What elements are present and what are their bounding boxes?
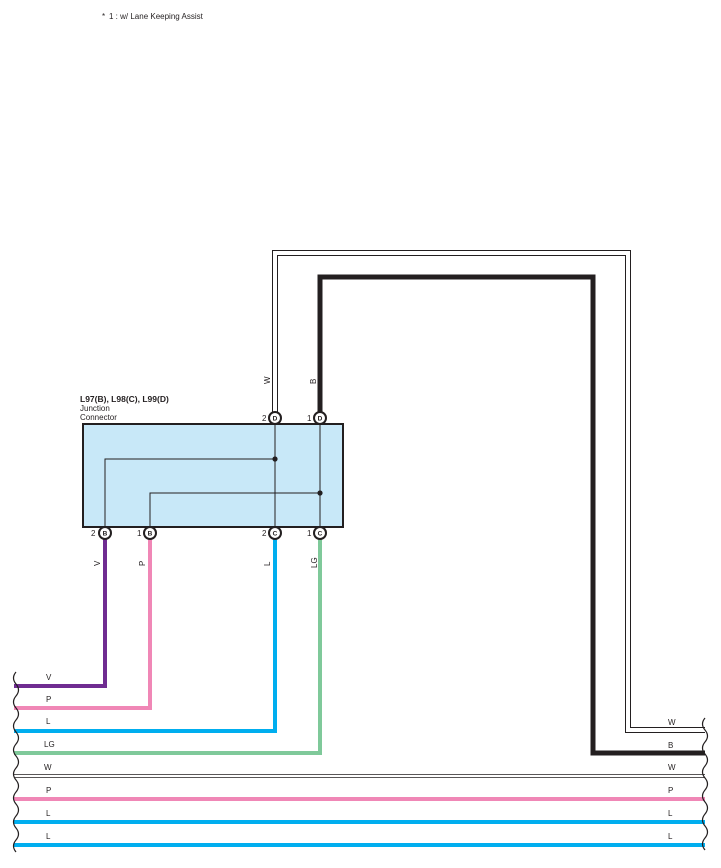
internal-splices xyxy=(104,424,321,527)
wire-label-b-top: B xyxy=(309,379,318,384)
wire-label-l-left: L xyxy=(46,717,51,726)
pin-letter: D xyxy=(318,416,323,423)
wire-label-w-right-top: W xyxy=(668,718,676,727)
wire-label-p2-left: P xyxy=(46,786,51,795)
connector-label-line1: Junction xyxy=(80,404,110,413)
wire-lg: LG LG xyxy=(14,538,322,755)
wire-label-w-top: W xyxy=(263,376,272,384)
wire-label-p-right: P xyxy=(668,786,673,795)
wire-label-w-right: W xyxy=(668,763,676,772)
wire-w-top: W xyxy=(263,250,705,733)
connector-body xyxy=(82,423,344,528)
footnote: * 1 : w/ Lane Keeping Assist xyxy=(102,12,204,21)
wire-label-l-bottom: L xyxy=(263,561,272,566)
wire-label-p-bottom: P xyxy=(138,561,147,566)
splice-dot-d1-c1 xyxy=(317,490,323,496)
splice-dot-d2-c2 xyxy=(272,456,278,462)
wire-label-l2-right: L xyxy=(668,832,673,841)
wire-v: V V xyxy=(14,538,107,688)
wire-label-l3-left: L xyxy=(46,832,51,841)
wire-label-l2-left: L xyxy=(46,809,51,818)
pin-d2: 2 D xyxy=(262,411,282,425)
wire-b-top: B xyxy=(309,274,705,756)
pin-number: 2 xyxy=(91,529,96,538)
pin-b2: 2 B xyxy=(91,526,112,540)
wire-p-through: P P xyxy=(14,786,705,801)
break-line-left xyxy=(12,671,20,853)
pin-number: 1 xyxy=(307,529,312,538)
wire-l: L L xyxy=(14,538,277,733)
wire-label-l-right: L xyxy=(668,809,673,818)
pin-number: 2 xyxy=(262,529,267,538)
pin-letter: B xyxy=(148,531,153,538)
wire-w-through: W W xyxy=(14,763,705,778)
footnote-text: 1 : w/ Lane Keeping Assist xyxy=(109,12,204,21)
wire-label-p-left: P xyxy=(46,695,51,704)
wire-label-lg-bottom: LG xyxy=(310,557,319,568)
pin-letter: B xyxy=(103,531,108,538)
junction-connector: L97(B), L98(C), L99(D) Junction Connecto… xyxy=(80,394,344,528)
wire-label-lg-left: LG xyxy=(44,740,55,749)
break-line-right xyxy=(701,717,709,851)
connector-label-line2: Connector xyxy=(80,413,117,422)
wire-l-through-2: L L xyxy=(14,832,705,847)
footnote-marker: * xyxy=(102,12,105,21)
pin-d1: 1 D xyxy=(307,411,327,425)
wire-label-v-bottom: V xyxy=(93,560,102,566)
wire-label-v-left: V xyxy=(46,673,52,682)
pin-letter: D xyxy=(273,416,278,423)
connector-title: L97(B), L98(C), L99(D) xyxy=(80,394,169,404)
pin-letter: C xyxy=(273,531,278,538)
pin-number: 1 xyxy=(137,529,142,538)
wire-label-b-right: B xyxy=(668,741,673,750)
pin-c2: 2 C xyxy=(262,526,282,540)
wire-label-w-left: W xyxy=(44,763,52,772)
pin-number: 1 xyxy=(307,414,312,423)
wire-l-through-1: L L xyxy=(14,809,705,824)
pin-b1: 1 B xyxy=(137,526,157,540)
pin-c1: 1 C xyxy=(307,526,327,540)
pin-letter: C xyxy=(318,531,323,538)
pin-number: 2 xyxy=(262,414,267,423)
wire-p: P P xyxy=(14,538,152,710)
